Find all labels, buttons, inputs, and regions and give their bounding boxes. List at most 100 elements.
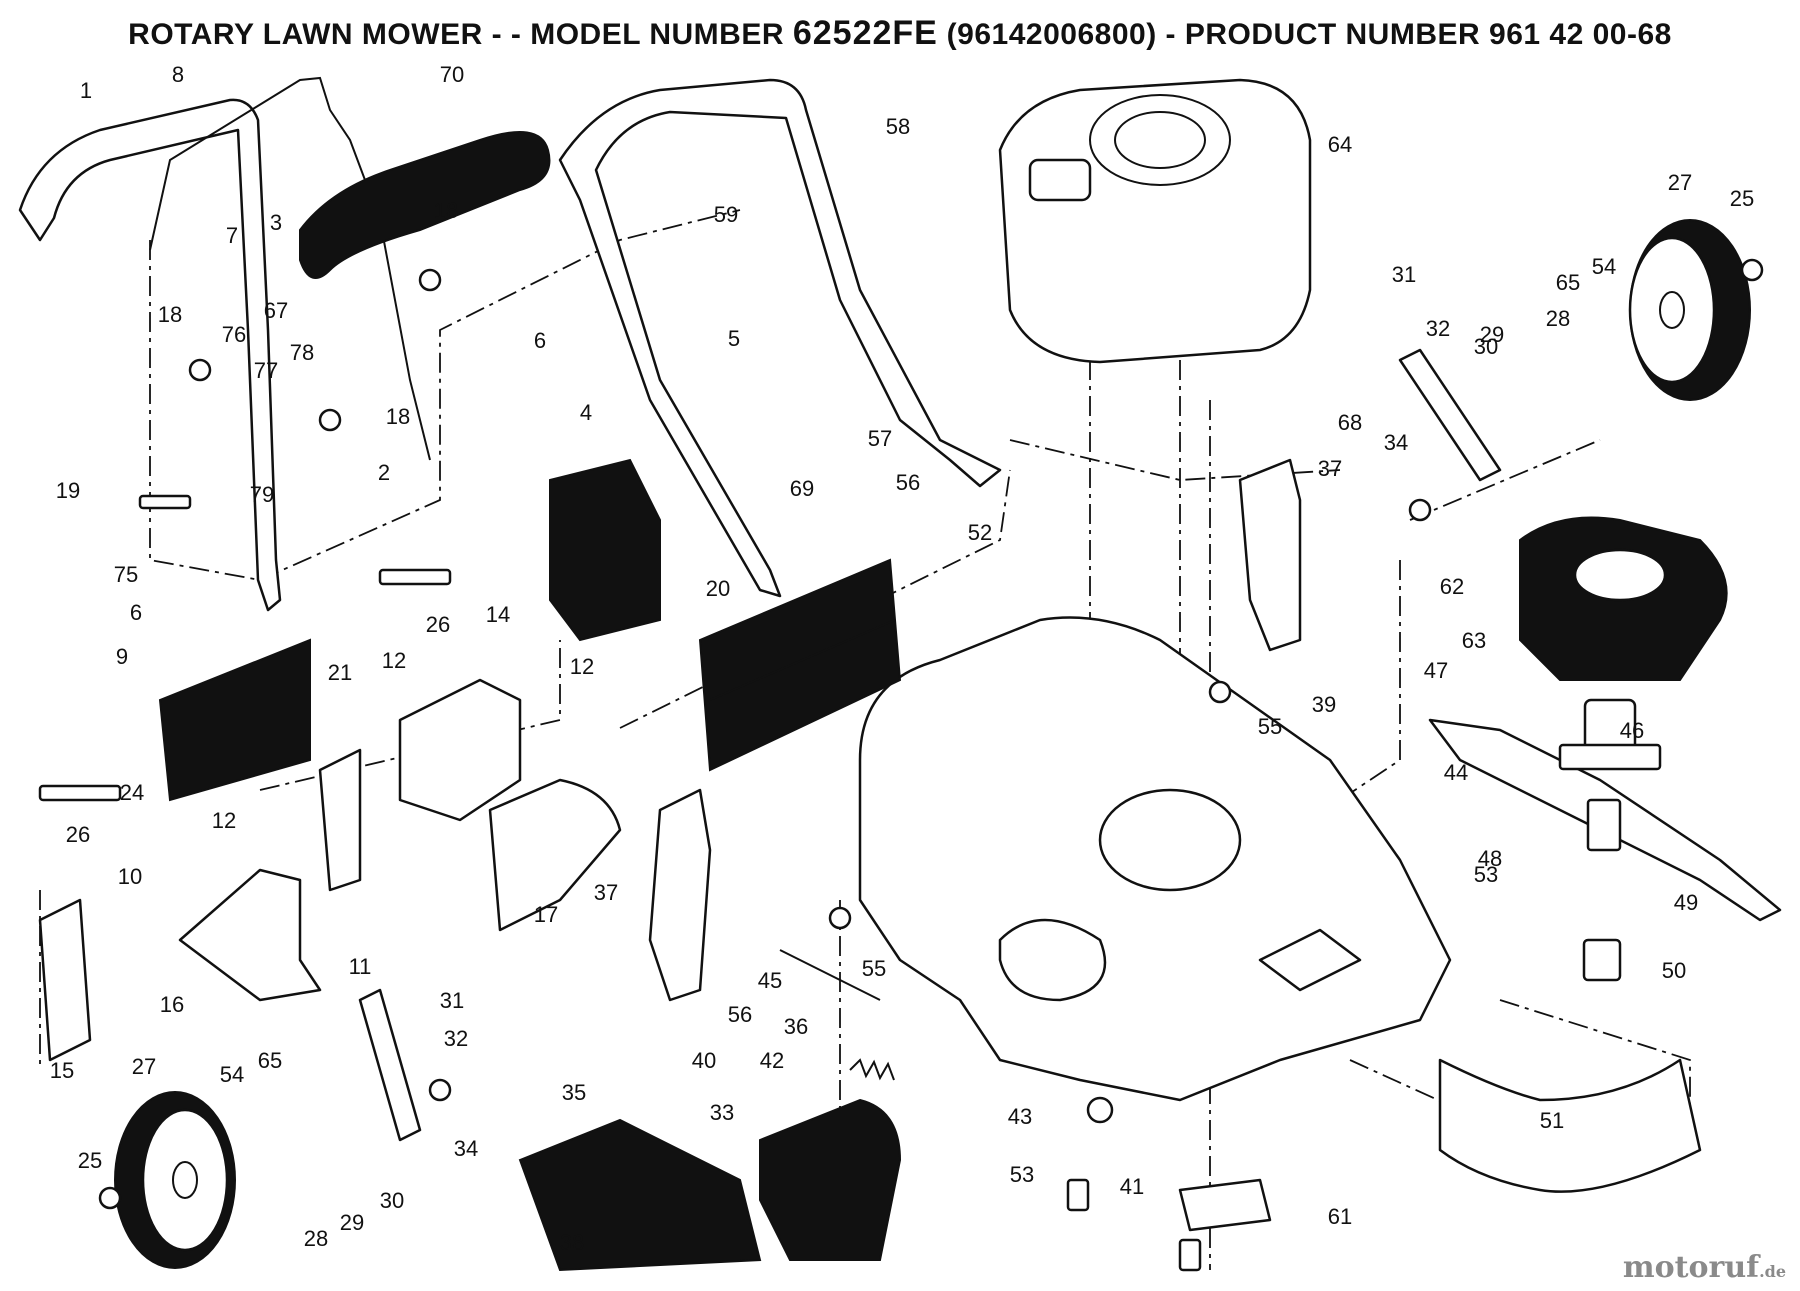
callout-14: 14 (486, 602, 510, 627)
callout-27: 27 (132, 1054, 156, 1079)
baffle-part-62 (1519, 516, 1728, 681)
callout-69: 69 (790, 476, 814, 501)
callout-40: 40 (692, 1048, 716, 1073)
callout-25: 25 (78, 1148, 102, 1173)
engine-part-64 (998, 78, 1312, 364)
callout-18: 18 (386, 404, 410, 429)
callout-29: 29 (1480, 322, 1504, 347)
callout-6: 6 (130, 600, 142, 625)
callout-46: 46 (1620, 718, 1644, 743)
callout-34: 34 (454, 1136, 478, 1161)
callout-27: 27 (1668, 170, 1692, 195)
hinge-door-part-9 (158, 638, 311, 802)
control-bar-part-8 (149, 76, 431, 461)
callout-54: 54 (1592, 254, 1616, 279)
callout-41: 41 (1120, 1174, 1144, 1199)
height-bracket-part-40 (648, 788, 712, 1002)
callout-4: 4 (580, 400, 592, 425)
callout-67: 67 (264, 298, 288, 323)
callout-53: 53 (1010, 1162, 1034, 1187)
callout-28: 28 (304, 1226, 328, 1251)
callout-26: 26 (66, 822, 90, 847)
callout-57: 57 (868, 426, 892, 451)
callout-32: 32 (444, 1026, 468, 1051)
lower-handle-part-1 (18, 98, 282, 612)
callout-77: 77 (254, 358, 278, 383)
callout-12: 12 (570, 654, 594, 679)
callout-3: 3 (270, 210, 282, 235)
skirt-part-51 (1438, 1058, 1702, 1193)
title-prefix: ROTARY LAWN MOWER - - MODEL NUMBER (128, 18, 793, 51)
callout-31: 31 (1392, 262, 1416, 287)
callout-32: 32 (1426, 316, 1450, 341)
upper-handle-part-58 (558, 78, 1002, 598)
rear-door-part-20 (698, 558, 902, 772)
rear-wheel-part-27 (114, 1091, 236, 1269)
watermark-tld: .de (1759, 1262, 1786, 1281)
watermark-name: motoruf (1622, 1250, 1760, 1285)
callout-30: 30 (380, 1188, 404, 1213)
callout-34: 34 (1384, 430, 1408, 455)
bracket-part-15 (38, 898, 92, 1062)
diagram-title: ROTARY LAWN MOWER - - MODEL NUMBER 62522… (0, 14, 1800, 53)
height-bracket-part-39 (1238, 458, 1302, 652)
callout-9: 9 (116, 644, 128, 669)
callout-5: 5 (728, 326, 740, 351)
callout-48: 48 (1478, 846, 1502, 871)
callout-51: 51 (1540, 1108, 1564, 1133)
callout-11: 11 (349, 954, 372, 979)
callout-52: 52 (968, 520, 992, 545)
watermark-logo: motoruf.de (1623, 1250, 1786, 1285)
callout-45: 45 (758, 968, 782, 993)
cover-part-33 (759, 1098, 902, 1261)
callout-28: 28 (1546, 306, 1570, 331)
callout-1: 1 (80, 78, 92, 103)
callout-63: 63 (1462, 628, 1486, 653)
callout-55: 55 (1258, 714, 1282, 739)
front-wheel-part-27 (1628, 219, 1751, 401)
mower-deck-part-44 (858, 616, 1452, 1102)
callout-33: 33 (710, 1100, 734, 1125)
spring-part-42 (849, 1058, 895, 1081)
callout-15: 15 (50, 1058, 74, 1083)
bracket-part-16 (178, 868, 322, 1002)
callout-55: 55 (862, 956, 886, 981)
callout-65: 65 (1556, 270, 1580, 295)
callout-39: 39 (1312, 692, 1336, 717)
callout-47: 47 (1424, 658, 1448, 683)
callout-16: 16 (160, 992, 184, 1017)
callout-19: 19 (56, 478, 80, 503)
title-suffix: (96142006800) - PRODUCT NUMBER 961 42 00… (937, 18, 1672, 51)
callout-20: 20 (706, 576, 730, 601)
callout-6: 6 (534, 328, 546, 353)
callout-54: 54 (220, 1062, 244, 1087)
callout-64: 64 (1328, 132, 1352, 157)
cover-part-38 (518, 1118, 762, 1272)
callout-35: 35 (562, 1080, 586, 1105)
callout-70: 70 (440, 62, 464, 87)
callout-58: 58 (886, 114, 910, 139)
callout-18: 18 (434, 198, 458, 223)
rear-cover-part-4 (549, 458, 661, 642)
blade-adapter-part-46 (1558, 698, 1662, 771)
starter-rope-part-70 (299, 131, 551, 279)
callout-7: 7 (226, 223, 238, 248)
callout-78: 78 (290, 340, 314, 365)
hardware (38, 258, 1764, 1272)
hinge-bracket-part-14 (318, 678, 522, 892)
callout-59: 59 (714, 202, 738, 227)
model-number: 62522FE (792, 14, 938, 52)
callout-10: 10 (118, 864, 142, 889)
callout-53: 53 (1474, 862, 1498, 887)
callout-25: 25 (1730, 186, 1754, 211)
callout-29: 29 (340, 1210, 364, 1235)
callout-61: 61 (1328, 1204, 1352, 1229)
callout-2: 2 (378, 460, 390, 485)
callout-75: 75 (114, 562, 138, 587)
callout-21: 21 (328, 660, 352, 685)
callout-65: 65 (258, 1048, 282, 1073)
callout-62: 62 (1440, 574, 1464, 599)
callout-12: 12 (212, 808, 236, 833)
